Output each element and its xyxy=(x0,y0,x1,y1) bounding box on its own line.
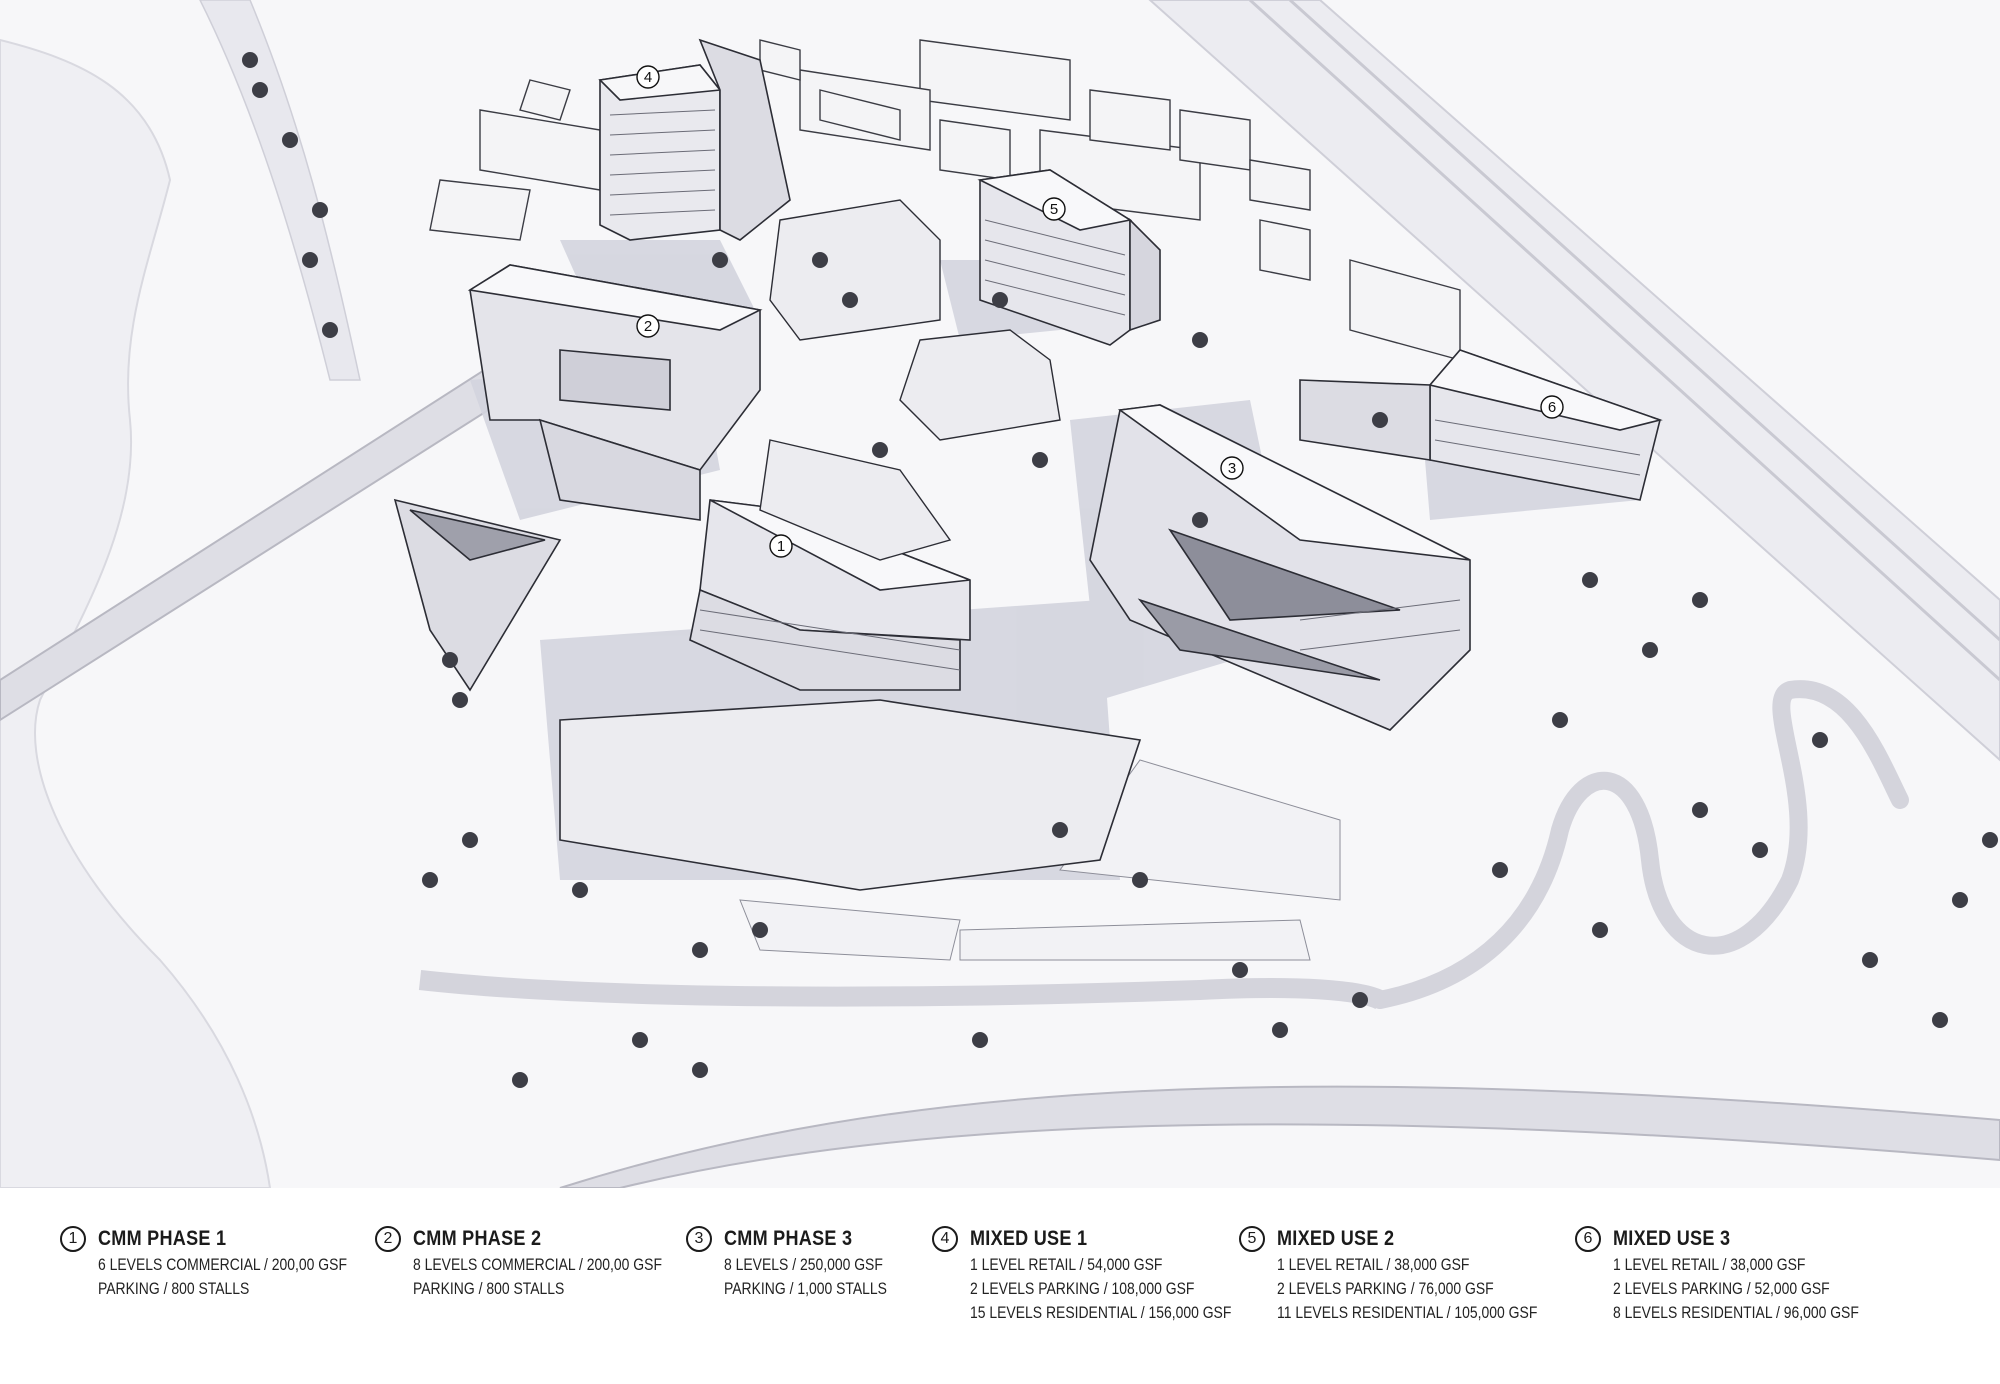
rail-lines xyxy=(1248,0,2000,682)
legend-line: 1 LEVEL RETAIL / 38,000 GSF xyxy=(1613,1255,1806,1274)
legend-title: MIXED USE 1 xyxy=(970,1227,1088,1250)
legend-line: 2 LEVELS PARKING / 52,000 GSF xyxy=(1613,1279,1830,1298)
legend-title: CMM PHASE 3 xyxy=(724,1227,853,1250)
building-4 xyxy=(598,38,791,241)
mid-blocks xyxy=(759,199,1061,561)
label-3: 3 xyxy=(1220,456,1244,480)
label-4-text: 4 xyxy=(644,69,652,86)
bottom-road xyxy=(559,1085,2000,1189)
building-1 xyxy=(559,499,1142,891)
label-1: 1 xyxy=(769,534,793,558)
building-2 xyxy=(467,264,763,521)
legend-line: 8 LEVELS RESIDENTIAL / 96,000 GSF xyxy=(1613,1303,1859,1322)
lower-path xyxy=(418,970,1385,1010)
legend-line: 8 LEVELS / 250,000 GSF xyxy=(724,1255,883,1274)
legend-title: MIXED USE 3 xyxy=(1613,1227,1731,1250)
site-rendering: 1 2 3 4 5 6 xyxy=(0,0,2000,1189)
legend-title: CMM PHASE 2 xyxy=(413,1227,542,1250)
legend-line: 6 LEVELS COMMERCIAL / 200,00 GSF xyxy=(98,1255,347,1274)
legend-title: CMM PHASE 1 xyxy=(98,1227,227,1250)
legend-line: PARKING / 800 STALLS xyxy=(413,1279,565,1298)
parking-lots xyxy=(739,759,1341,961)
building-6 xyxy=(1299,349,1663,501)
trees xyxy=(242,52,1998,1088)
legend-title: MIXED USE 2 xyxy=(1277,1227,1395,1250)
label-4: 4 xyxy=(636,65,660,89)
highway-corridor xyxy=(1148,0,2000,762)
label-3-text: 3 xyxy=(1228,460,1236,477)
legend-number: 6 xyxy=(1575,1226,1601,1252)
building-5 xyxy=(977,169,1161,346)
legend-line: PARKING / 1,000 STALLS xyxy=(724,1279,887,1298)
serpentine-path xyxy=(1371,680,1909,1009)
legend-line: PARKING / 800 STALLS xyxy=(98,1279,250,1298)
legend-line: 8 LEVELS COMMERCIAL / 200,00 GSF xyxy=(413,1255,662,1274)
legend-number: 2 xyxy=(375,1226,401,1252)
label-2: 2 xyxy=(636,314,660,338)
legend-line: 1 LEVEL RETAIL / 54,000 GSF xyxy=(970,1255,1163,1274)
label-6: 6 xyxy=(1540,395,1564,419)
legend-number: 3 xyxy=(686,1226,712,1252)
label-6-text: 6 xyxy=(1548,399,1556,416)
site-plan-svg: 1 2 3 4 5 6 xyxy=(0,0,2000,1189)
legend-line: 1 LEVEL RETAIL / 38,000 GSF xyxy=(1277,1255,1470,1274)
triangular-tower xyxy=(393,498,562,692)
building-3 xyxy=(1089,404,1471,731)
river-terrain xyxy=(0,38,272,1189)
label-5: 5 xyxy=(1042,197,1066,221)
label-5-text: 5 xyxy=(1050,201,1058,218)
legend-line: 11 LEVELS RESIDENTIAL / 105,000 GSF xyxy=(1277,1303,1538,1322)
legend-line: 2 LEVELS PARKING / 76,000 GSF xyxy=(1277,1279,1494,1298)
legend: 1 CMM PHASE 1 6 LEVELS COMMERCIAL / 200,… xyxy=(0,1188,2000,1384)
legend-number: 1 xyxy=(60,1226,86,1252)
terrain-ridge xyxy=(199,0,361,381)
legend-line: 2 LEVELS PARKING / 108,000 GSF xyxy=(970,1279,1195,1298)
legend-number: 5 xyxy=(1239,1226,1265,1252)
label-2-text: 2 xyxy=(644,318,652,335)
legend-line: 15 LEVELS RESIDENTIAL / 156,000 GSF xyxy=(970,1303,1232,1322)
label-1-text: 1 xyxy=(777,538,785,555)
legend-number: 4 xyxy=(932,1226,958,1252)
